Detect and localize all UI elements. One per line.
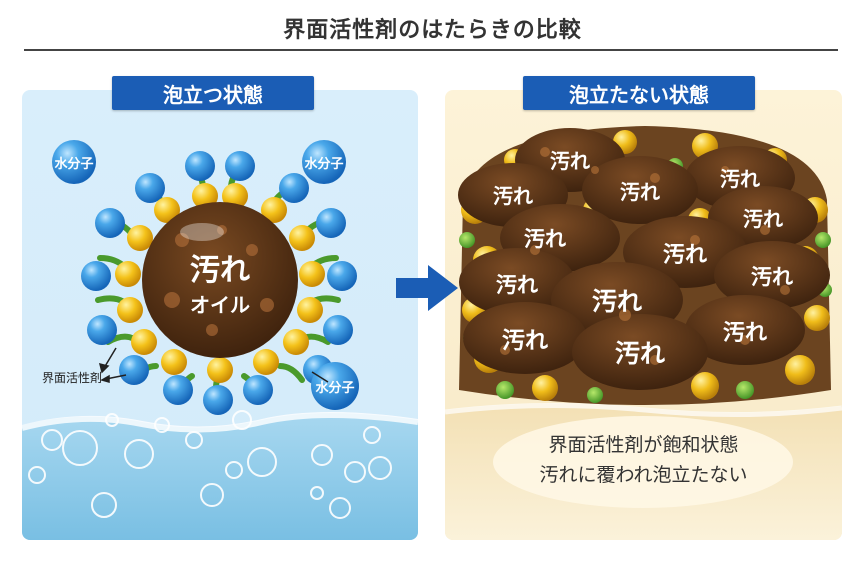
title-divider [24,49,838,51]
non-foaming-state-badge: 泡立たない状態 [523,76,755,110]
non-foaming-state-panel: 汚れ 汚れ 汚れ 汚れ 汚れ 汚れ 汚れ 汚れ 汚れ 汚れ 汚れ 汚れ 汚れ [445,90,842,540]
dirt-label: 汚れ [550,149,590,173]
saturated-dirt-illustration: 汚れ 汚れ 汚れ 汚れ 汚れ 汚れ 汚れ 汚れ 汚れ 汚れ 汚れ 汚れ 汚れ [445,126,842,540]
dirt-label: 汚れ [723,321,767,346]
foaming-state-badge: 泡立つ状態 [112,76,314,110]
dirt-label: 汚れ [743,207,783,231]
caption-line-1: 界面活性剤が飽和状態 [548,434,739,456]
svg-text:水分子: 水分子 [304,156,343,172]
page-title: 界面活性剤のはたらきの比較 [283,18,582,43]
dirt-label: 汚れ [496,273,538,297]
dirt-label: 汚れ [190,253,250,288]
dirt-label: 汚れ [592,287,642,316]
dirt-label: 汚れ [720,167,760,191]
water-molecule [311,362,359,410]
dirt-blobs [458,128,830,390]
oil-label: オイル [190,293,250,317]
right-arrow-icon [396,265,458,311]
dirt-label: 汚れ [620,180,660,204]
svg-text:水分子: 水分子 [54,156,93,172]
saturation-caption: 界面活性剤が飽和状態 汚れに覆われ泡立たない [445,430,842,490]
foaming-state-panel: 汚れ オイル 水分子 水分子 水分子 界面活性剤 [22,90,418,540]
dirt-label: 汚れ [524,227,566,251]
water-molecule [52,140,96,184]
surfactant-label: 界面活性剤 [42,370,102,385]
surfactant-molecules [81,151,357,415]
svg-text:水分子: 水分子 [315,380,354,396]
micelle-illustration: 汚れ オイル 水分子 水分子 水分子 界面活性剤 [22,140,418,540]
water-molecule [302,140,346,184]
dirt-label: 汚れ [751,265,793,289]
dirt-label: 汚れ [615,339,665,368]
dirt-label: 汚れ [493,184,533,208]
dirt-label: 汚れ [502,328,548,354]
caption-line-2: 汚れに覆われ泡立たない [539,464,748,486]
dirt-label: 汚れ [663,243,707,268]
